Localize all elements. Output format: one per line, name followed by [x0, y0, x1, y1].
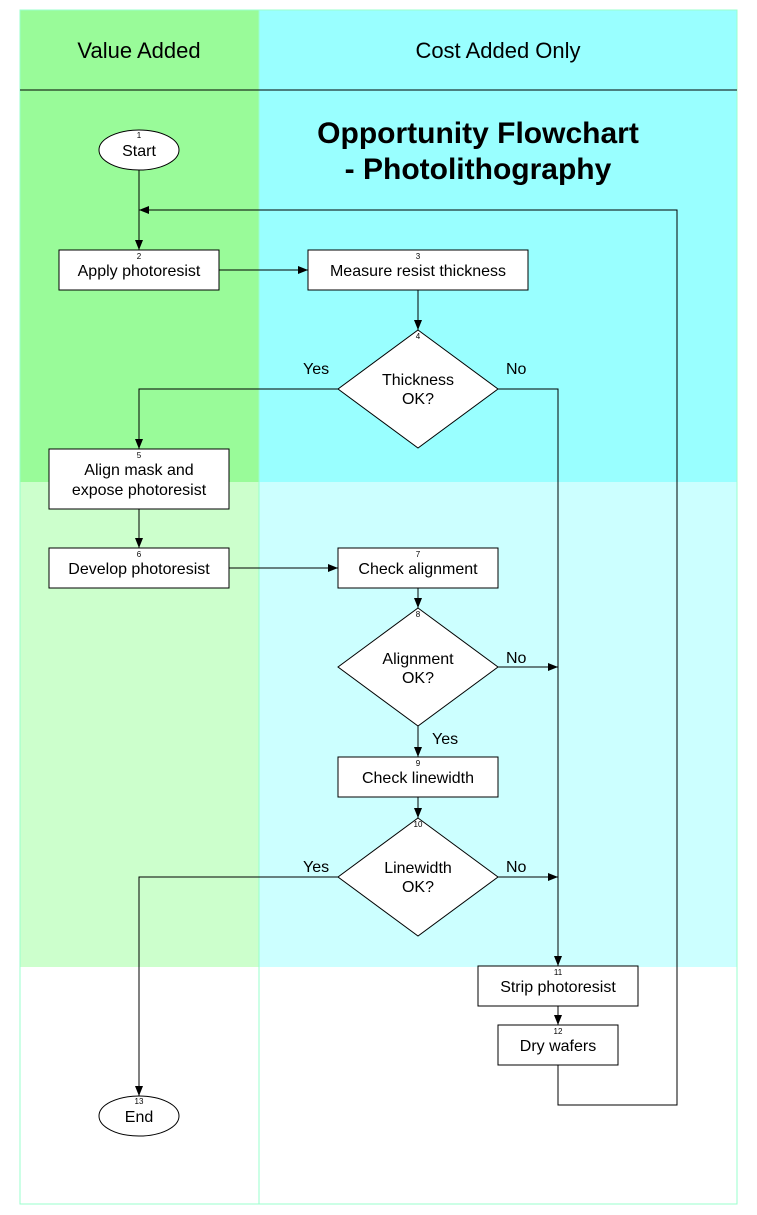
node-label-line-2: OK? — [402, 670, 434, 687]
node-number: 12 — [554, 1027, 563, 1036]
node-13-end: 13 End — [98, 1095, 180, 1137]
edge-4-11 — [498, 388, 562, 966]
node-1-start: 1 Start — [98, 129, 180, 171]
connectors — [135, 170, 678, 1106]
process-shape — [58, 249, 220, 291]
node-9-check-linewidth: 9 Check linewidth — [337, 756, 499, 798]
lane-cost-added-header — [259, 10, 737, 90]
node-number: 5 — [137, 451, 142, 460]
node-5-align-mask-expose: 5 Align mask and expose photoresist — [48, 448, 230, 510]
process-shape — [48, 547, 230, 589]
lane-label-value-added: Value Added — [77, 38, 200, 63]
terminator-shape — [98, 1095, 180, 1137]
diagram-title-line-2: - Photolithography — [345, 153, 612, 186]
node-label: Strip photoresist — [500, 979, 616, 996]
node-number: 6 — [137, 550, 142, 559]
process-shape — [337, 547, 499, 589]
node-number: 4 — [416, 332, 421, 341]
node-number: 1 — [137, 131, 142, 140]
node-label: Dry wafers — [520, 1038, 596, 1055]
node-number: 9 — [416, 759, 421, 768]
node-label-line-1: Align mask and — [84, 462, 193, 479]
lane-outer-border — [19, 9, 738, 1205]
diagram-title-line-1: Opportunity Flowchart — [317, 117, 639, 150]
node-label-line-1: Linewidth — [384, 860, 452, 877]
terminator-shape — [98, 129, 180, 171]
node-number: 11 — [554, 968, 563, 977]
process-shape — [497, 1024, 619, 1066]
node-label: Start — [122, 143, 156, 160]
node-number: 8 — [416, 610, 421, 619]
node-8-alignment-ok: 8 Alignment OK? — [337, 607, 499, 727]
decision-shape — [337, 607, 499, 727]
node-6-develop-photoresist: 6 Develop photoresist — [48, 547, 230, 589]
node-label-line-2: OK? — [402, 879, 434, 896]
node-10-linewidth-ok: 10 Linewidth OK? — [337, 817, 499, 937]
node-number: 13 — [135, 1097, 144, 1106]
process-shape — [477, 965, 639, 1007]
node-label-line-2: OK? — [402, 391, 434, 408]
node-label: Check alignment — [358, 561, 478, 578]
node-11-strip-photoresist: 11 Strip photoresist — [477, 965, 639, 1007]
edge-12-2 — [139, 206, 678, 1106]
node-label: Measure resist thickness — [330, 263, 506, 280]
decision-shape — [337, 329, 499, 449]
node-7-check-alignment: 7 Check alignment — [337, 547, 499, 589]
node-3-measure-resist-thickness: 3 Measure resist thickness — [307, 249, 529, 291]
node-label: End — [125, 1109, 153, 1126]
node-label-line-1: Alignment — [382, 651, 454, 668]
process-shape — [337, 756, 499, 798]
node-number: 2 — [137, 252, 142, 261]
node-2-apply-photoresist: 2 Apply photoresist — [58, 249, 220, 291]
edge-label-10-yes: Yes — [303, 859, 329, 876]
node-label: Develop photoresist — [68, 561, 210, 578]
process-shape — [48, 448, 230, 510]
edge-4-5 — [135, 388, 338, 449]
node-12-dry-wafers: 12 Dry wafers — [497, 1024, 619, 1066]
edge-labels: Yes No Yes No Yes No — [303, 361, 527, 876]
lane-label-cost-added: Cost Added Only — [415, 38, 580, 63]
decision-shape — [337, 817, 499, 937]
edge-label-4-no: No — [506, 361, 527, 378]
edge-label-8-no: No — [506, 650, 527, 667]
edge-label-8-yes: Yes — [432, 731, 458, 748]
node-label-line-2: expose photoresist — [72, 482, 207, 499]
lane-value-added-header — [20, 10, 259, 90]
node-number: 3 — [416, 252, 421, 261]
swimlanes: Value Added Cost Added Only — [19, 9, 738, 1205]
node-label: Check linewidth — [362, 770, 474, 787]
node-label-line-1: Thickness — [382, 372, 454, 389]
node-number: 10 — [414, 820, 423, 829]
edge-10-13 — [135, 876, 338, 1096]
edge-label-4-yes: Yes — [303, 361, 329, 378]
node-number: 7 — [416, 550, 421, 559]
node-4-thickness-ok: 4 Thickness OK? — [337, 329, 499, 449]
process-shape — [307, 249, 529, 291]
node-label: Apply photoresist — [78, 263, 201, 280]
edge-label-10-no: No — [506, 859, 527, 876]
